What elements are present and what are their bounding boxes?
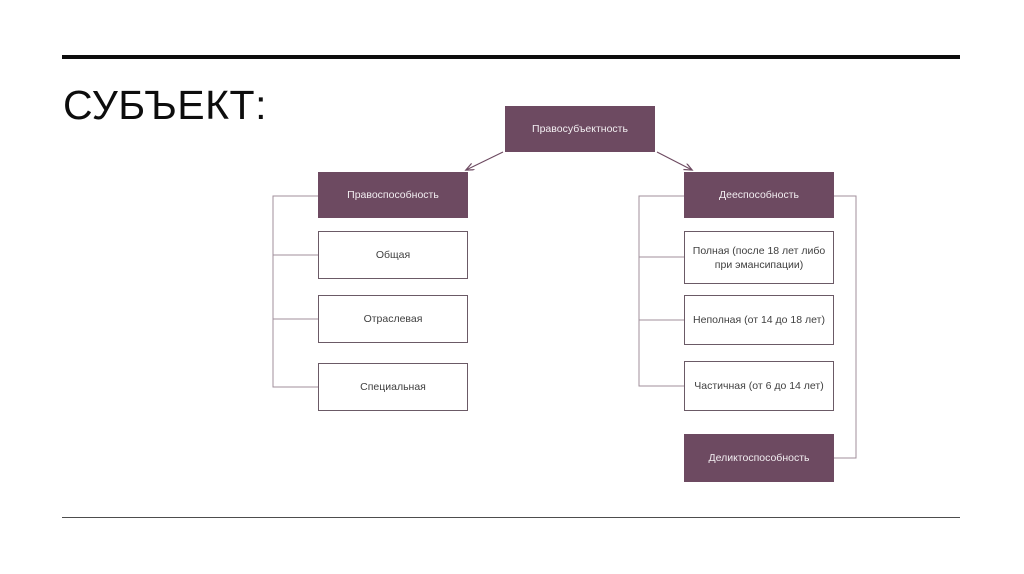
connector-root-to-right <box>656 151 692 170</box>
node-label: Неполная (от 14 до 18 лет) <box>693 314 825 326</box>
node-label: Правосубъектность <box>532 123 628 135</box>
header-divider-rule <box>62 55 960 59</box>
node-label: Частичная (от 6 до 14 лет) <box>694 380 824 392</box>
footer-divider-rule <box>62 517 960 518</box>
node-otraslevaya[interactable]: Отраслевая <box>318 295 468 343</box>
node-deliktosposobnost[interactable]: Деликтоспособность <box>684 434 834 482</box>
node-deesposobnost[interactable]: Дееспособность <box>684 172 834 218</box>
node-polnaya[interactable]: Полная (после 18 лет либо при эмансипаци… <box>684 231 834 284</box>
node-label: Правоспособность <box>347 189 439 201</box>
node-obshchaya[interactable]: Общая <box>318 231 468 279</box>
connector-right-bracket <box>638 195 684 387</box>
node-specialnaya[interactable]: Специальная <box>318 363 468 411</box>
node-label: Общая <box>375 249 411 261</box>
node-nepolnaya[interactable]: Неполная (от 14 до 18 лет) <box>684 295 834 345</box>
node-pravosposobnost[interactable]: Правоспособность <box>318 172 468 218</box>
connector-delict-bracket <box>834 195 857 459</box>
node-pravosubjektnost[interactable]: Правосубъектность <box>505 106 655 152</box>
node-chastichnaya[interactable]: Частичная (от 6 до 14 лет) <box>684 361 834 411</box>
connector-left-bracket <box>272 195 318 388</box>
connector-root-to-left <box>466 151 504 170</box>
node-label: Отраслевая <box>363 313 423 325</box>
node-label: Специальная <box>360 381 426 393</box>
node-label: Дееспособность <box>719 189 799 201</box>
page-title: СУБЪЕКТ: <box>63 82 267 128</box>
node-label: Деликтоспособность <box>708 452 810 464</box>
node-label: Полная (после 18 лет либо при эмансипаци… <box>692 244 826 271</box>
